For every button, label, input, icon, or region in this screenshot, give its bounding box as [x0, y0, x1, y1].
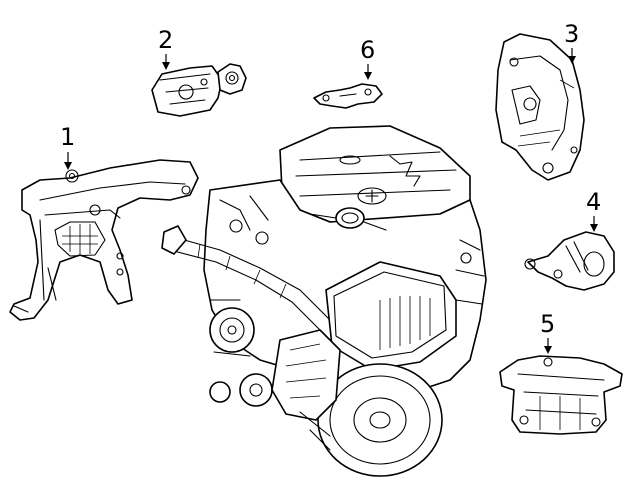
- svg-text:1: 1: [60, 123, 75, 151]
- svg-text:2: 2: [158, 26, 173, 54]
- part-6-small-bracket: [313, 83, 383, 109]
- callout-4: 4: [586, 188, 601, 232]
- callout-3: 3: [564, 20, 579, 64]
- part-3-large-bracket: [495, 33, 585, 181]
- part-4-transmission-mount: [524, 231, 615, 291]
- part-1-engine-bracket: [9, 159, 199, 321]
- callout-5: 5: [540, 310, 555, 354]
- svg-text:6: 6: [360, 36, 375, 64]
- callout-6: 6: [360, 36, 375, 80]
- svg-text:4: 4: [586, 188, 601, 216]
- svg-text:3: 3: [564, 20, 579, 48]
- callout-1: 1: [60, 123, 75, 170]
- callout-2: 2: [158, 26, 173, 70]
- engine-assembly: [161, 125, 487, 477]
- part-2-engine-mount: [151, 63, 247, 117]
- svg-text:5: 5: [540, 310, 555, 338]
- part-5-support-bracket: [499, 355, 623, 435]
